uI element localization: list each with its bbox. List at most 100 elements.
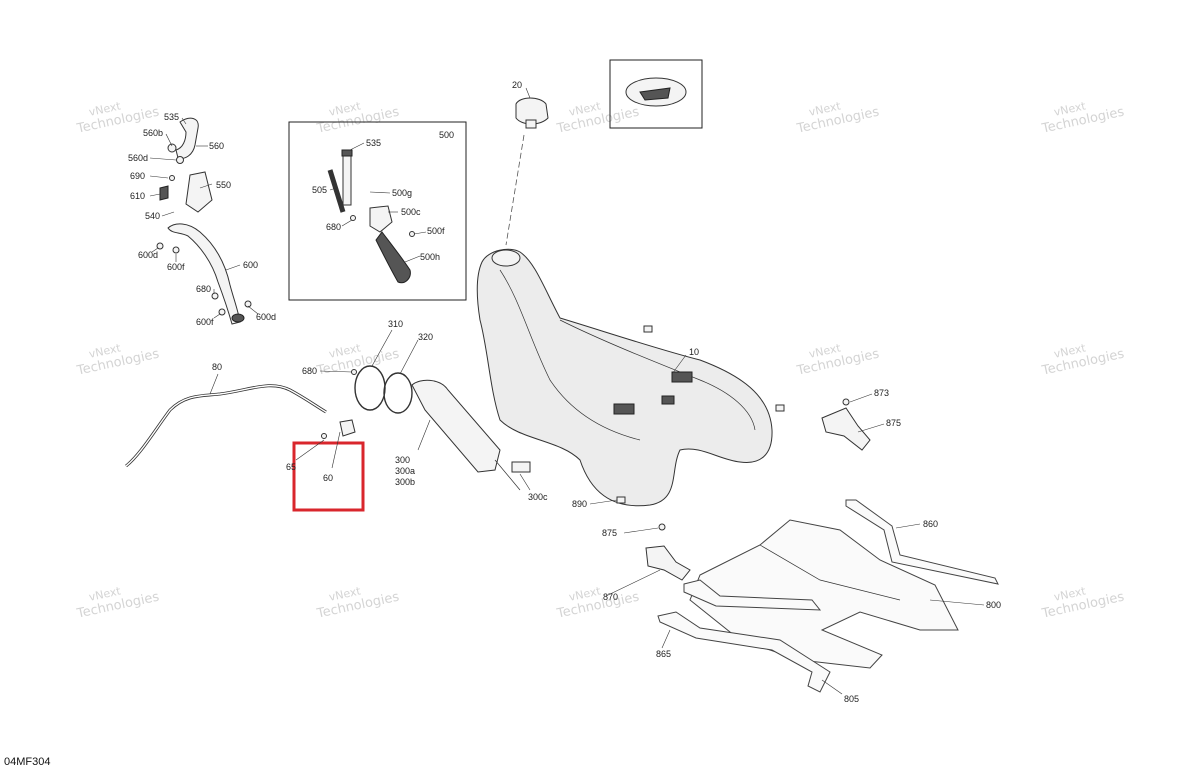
cap-535 (341, 149, 353, 157)
clip-610 (159, 185, 169, 201)
lock-ring-320 (383, 372, 413, 414)
strap-865 (657, 611, 831, 693)
clamp-680-inset (350, 215, 356, 221)
callout-875: 875 (886, 418, 901, 428)
callout-535: 535 (164, 112, 179, 122)
filler-hose-600 (167, 223, 241, 325)
clamp-600d (156, 242, 164, 250)
callout-320: 320 (418, 332, 433, 342)
callout-800: 800 (986, 600, 1001, 610)
tank-mount-3 (661, 395, 675, 405)
callout-300b: 300b (395, 477, 415, 487)
callout-560: 560 (209, 141, 224, 151)
callout-80: 80 (212, 362, 222, 372)
tank-mount-2 (613, 403, 635, 415)
callout-600: 600 (243, 260, 258, 270)
watermark: vNext Technologies (795, 99, 881, 137)
watermark: vNext Technologies (1040, 99, 1126, 137)
callout-300a: 300a (395, 466, 415, 476)
callout-505: 505 (312, 185, 327, 195)
callout-20: 20 (512, 80, 522, 90)
fitting-500c (369, 205, 393, 233)
callout-680-inset: 680 (326, 222, 341, 232)
callout-865: 865 (656, 649, 671, 659)
callout-300c: 300c (528, 492, 548, 502)
filter-300c (511, 461, 531, 473)
callout-560d: 560d (128, 153, 148, 163)
clamp-560d (176, 156, 184, 164)
clamp-600d-lower (244, 300, 252, 308)
callouts: 535 560b 560 560d 690 550 610 540 600d 6… (128, 80, 1001, 704)
rollover-valve-60 (339, 419, 356, 437)
callout-60: 60 (323, 473, 333, 483)
callout-870: 870 (603, 592, 618, 602)
skid-plate (689, 519, 959, 669)
bracket-550 (185, 171, 213, 213)
bracket-875-lower (645, 545, 691, 581)
callout-805: 805 (844, 694, 859, 704)
callout-310: 310 (388, 319, 403, 329)
clamp-560b (167, 143, 177, 153)
callout-600d: 600d (138, 250, 158, 260)
diagram-code: 04MF304 (4, 756, 51, 768)
callout-680: 680 (196, 284, 211, 294)
watermark: vNext Technologies (1040, 341, 1126, 379)
screw-690 (169, 175, 175, 181)
bracket-875-right (821, 407, 871, 451)
clamp-600f-lower (218, 308, 226, 316)
tank-bracket-875 (645, 398, 871, 581)
inset-box-500 (288, 121, 467, 301)
inset-frame (288, 121, 467, 301)
screw-873 (842, 398, 850, 406)
sleeve-505 (327, 169, 346, 213)
callout-550: 550 (216, 180, 231, 190)
callout-500h: 500h (420, 252, 440, 262)
clamp-680 (211, 292, 219, 300)
valve-60 (321, 419, 356, 439)
tank-mount-1 (671, 371, 693, 383)
fuel-cap (515, 97, 549, 125)
callout-65: 65 (286, 462, 296, 472)
strap-860 (845, 499, 999, 585)
highlight-box (292, 441, 365, 512)
clamp-600f (172, 246, 180, 254)
vent-line-80 (125, 384, 327, 468)
cap-neck (525, 119, 537, 129)
strap-870 (683, 579, 822, 611)
screw-875-lower (658, 523, 666, 531)
fuel-pump-300 (411, 379, 501, 473)
callout-600d-lower: 600d (256, 312, 276, 322)
tank-pad-b (643, 325, 653, 333)
cap-centerline (505, 134, 525, 246)
watermark: vNext Technologies (75, 584, 161, 622)
callout-500f: 500f (427, 226, 445, 236)
filler-neck-assembly (156, 117, 252, 325)
callout-560b: 560b (143, 128, 163, 138)
callout-875-lower: 875 (602, 528, 617, 538)
watermark: vNext Technologies (795, 341, 881, 379)
vent-hose (125, 384, 327, 468)
fuel-cap-20 (505, 97, 549, 246)
callout-10: 10 (689, 347, 699, 357)
filler-hose-upper (175, 117, 199, 159)
callout-500c: 500c (401, 207, 421, 217)
cap-label (639, 87, 671, 101)
watermark: vNext Technologies (555, 99, 641, 137)
watermark: vNext Technologies (315, 584, 401, 622)
callout-500g: 500g (392, 188, 412, 198)
watermark: vNext Technologies (315, 99, 401, 137)
callout-300: 300 (395, 455, 410, 465)
callout-610: 610 (130, 191, 145, 201)
leader-lines (149, 87, 985, 695)
strap-860 (845, 499, 999, 585)
watermark: vNext Technologies (75, 341, 161, 379)
callout-690: 690 (130, 171, 145, 181)
callout-873: 873 (874, 388, 889, 398)
callout-890: 890 (572, 499, 587, 509)
callout-600f: 600f (167, 262, 185, 272)
hose-500h (375, 231, 411, 284)
clamp-500f (409, 231, 415, 237)
hose-end (231, 313, 245, 323)
tank-pad-a (775, 404, 785, 412)
